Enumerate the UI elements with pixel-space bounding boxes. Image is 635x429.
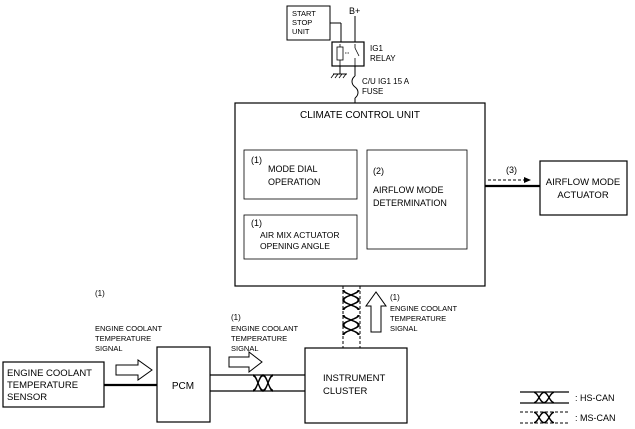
air-mix-line-2: OPENING ANGLE: [260, 241, 330, 251]
mode-dial-line-1: MODE DIAL: [268, 164, 318, 174]
arrow-3-label: (3): [506, 165, 517, 175]
start-stop-line-2: STOP: [292, 18, 312, 27]
pcm: [156, 346, 211, 423]
airflow-determination-line-2: DETERMINATION: [373, 198, 447, 208]
fuse-icon: [351, 75, 359, 99]
ms-can-vertical: [342, 286, 361, 348]
pcm-label: PCM: [172, 381, 194, 392]
climate-control-unit-title: CLIMATE CONTROL UNIT: [300, 110, 420, 121]
up-arrow-icon: [365, 291, 387, 333]
air-mix-line-1: AIR MIX ACTUATOR: [260, 230, 340, 240]
mode-dial-num: (1): [251, 155, 262, 165]
ect-sensor-line-3: SENSOR: [7, 392, 47, 403]
fuse-line-2: FUSE: [362, 87, 383, 96]
airflow-mode-actuator: [539, 160, 628, 216]
instrument-cluster: [304, 347, 408, 424]
ig1-relay: [331, 41, 365, 67]
signal-pcm-line-3: SIGNAL: [95, 344, 123, 353]
signal-pcm-num: (1): [95, 289, 105, 298]
ig1-relay-line-2: RELAY: [370, 54, 396, 63]
signal-ccu-num: (1): [390, 293, 400, 302]
signal-cluster-line-2: TEMPERATURE: [231, 334, 287, 343]
start-stop-unit: START STOP UNIT: [286, 5, 331, 41]
ig1-relay-line-1: IG1: [370, 44, 383, 53]
ground-icon: [330, 73, 347, 79]
signal-cluster-line-1: ENGINE COOLANT: [231, 324, 299, 333]
arrow-3-head: [524, 177, 531, 183]
signal-cluster-num: (1): [231, 313, 241, 322]
right-arrow-icon: [115, 359, 153, 381]
legend-hs-can: [520, 391, 569, 404]
air-mix-num: (1): [251, 218, 262, 228]
mode-dial-box: [243, 149, 358, 200]
signal-pcm-line-1: ENGINE COOLANT: [95, 324, 163, 333]
mode-dial-line-2: OPERATION: [268, 177, 320, 187]
right-arrow-icon-2: [228, 350, 263, 374]
start-stop-line-1: START: [292, 9, 316, 18]
ect-sensor-line-2: TEMPERATURE: [7, 380, 78, 391]
ect-sensor-line-1: ENGINE COOLANT: [7, 368, 92, 379]
signal-ccu-line-3: SIGNAL: [390, 324, 418, 333]
hs-can-horizontal: [210, 374, 305, 392]
legend-ms-can: [520, 411, 569, 424]
cluster-line-1: INSTRUMENT: [323, 373, 385, 384]
actuator-line-1: AIRFLOW MODE: [546, 177, 620, 188]
fuse-line-1: C/U IG1 15 A: [362, 77, 410, 86]
legend-hs-can-label: : HS-CAN: [575, 393, 615, 403]
airflow-determination-num: (2): [373, 166, 384, 176]
airflow-determination-box: [366, 149, 468, 250]
signal-pcm-line-2: TEMPERATURE: [95, 334, 151, 343]
signal-ccu-line-1: ENGINE COOLANT: [390, 304, 458, 313]
legend-ms-can-label: : MS-CAN: [575, 413, 616, 423]
start-stop-line-3: UNIT: [292, 27, 310, 36]
signal-cluster-line-3: SIGNAL: [231, 344, 259, 353]
cluster-line-2: CLUSTER: [323, 386, 367, 397]
airflow-determination-line-1: AIRFLOW MODE: [373, 185, 444, 195]
actuator-line-2: ACTUATOR: [557, 190, 609, 201]
signal-ccu-line-2: TEMPERATURE: [390, 314, 446, 323]
b-plus-label: B+: [349, 6, 360, 16]
air-mix-box: [243, 214, 358, 260]
